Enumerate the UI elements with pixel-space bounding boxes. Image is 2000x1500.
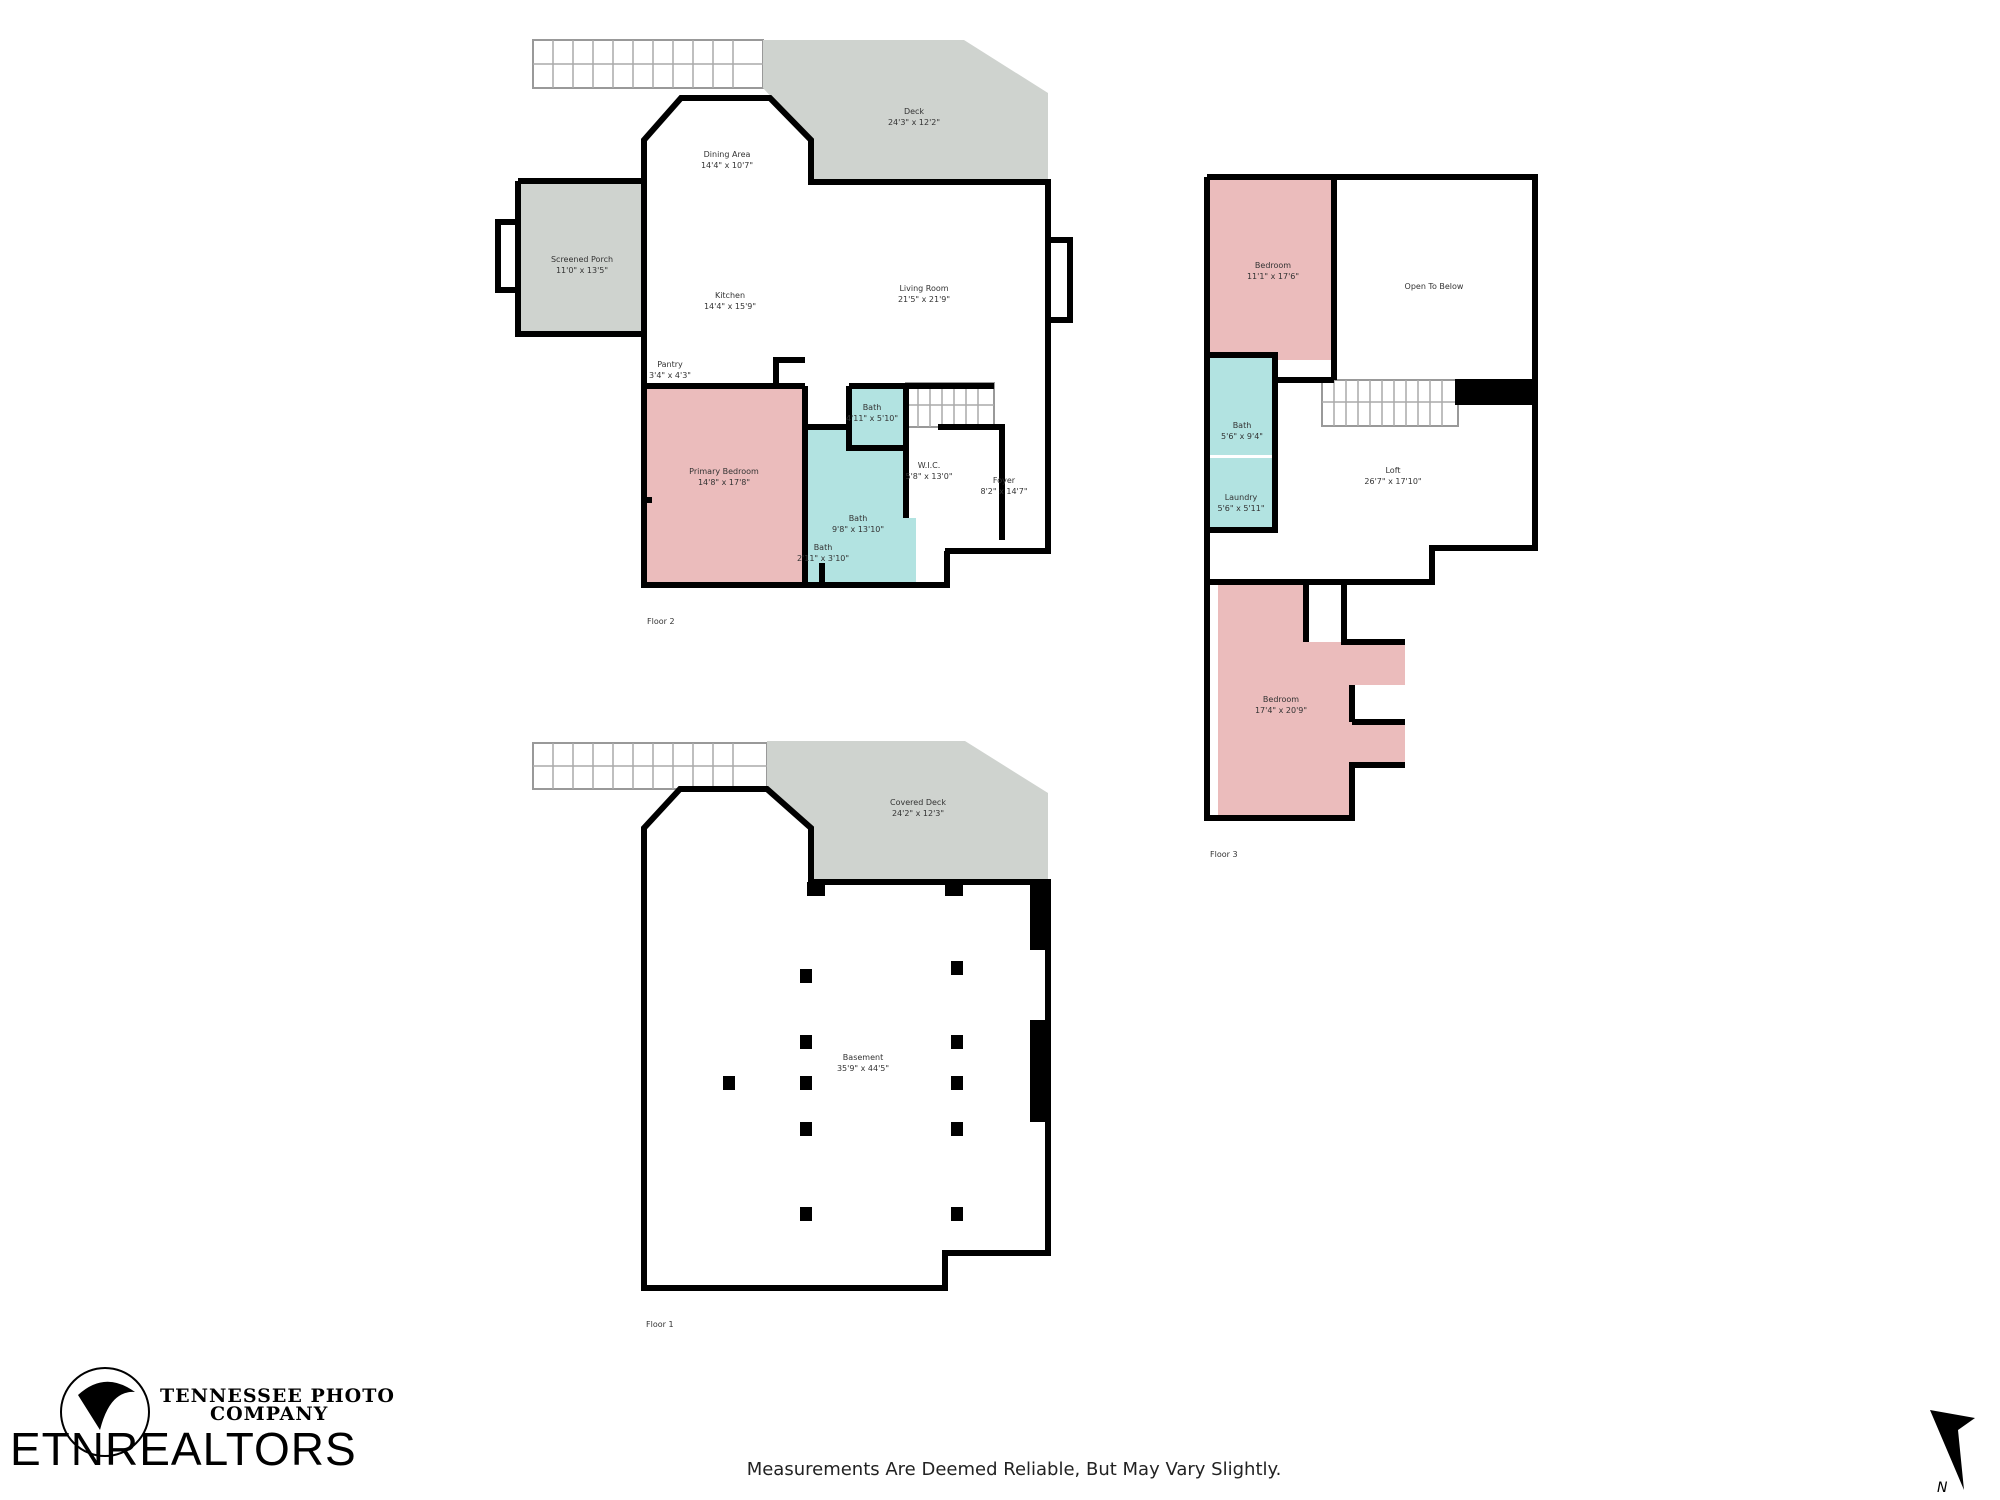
room-dims: 2'11" x 3'10" xyxy=(797,554,849,563)
room-label: Bath xyxy=(814,543,833,552)
room-label: Bedroom xyxy=(1255,261,1291,270)
floor-2-plan xyxy=(495,39,1073,588)
room-label: Foyer xyxy=(993,476,1016,485)
walls xyxy=(641,786,1051,1291)
room-dims: 21'5" x 21'9" xyxy=(898,295,950,304)
floor-1-label: Floor 1 xyxy=(646,1320,674,1329)
room-label: Bath xyxy=(1233,421,1252,430)
bedroom-area xyxy=(1210,180,1334,360)
room-dims: 11'1" x 17'6" xyxy=(1247,272,1299,281)
deck-area xyxy=(763,40,1048,180)
room-dims: 5'8" x 13'0" xyxy=(905,472,952,481)
room-dims: 17'4" x 20'9" xyxy=(1255,706,1307,715)
north-arrow-icon xyxy=(1930,1410,1975,1490)
room-dims: 5'6" x 5'11" xyxy=(1217,504,1264,513)
room-dims: 5'6" x 9'4" xyxy=(1221,432,1263,441)
room-label: Dining Area xyxy=(704,150,751,159)
room-label: Basement xyxy=(843,1053,883,1062)
north-arrow: N xyxy=(1930,1410,1975,1496)
room-dims: 9'8" x 13'10" xyxy=(832,525,884,534)
bedroom-area xyxy=(1218,585,1405,815)
room-label: Bedroom xyxy=(1263,695,1299,704)
floor-3-plan: Bedroom 11'1" x 17'6" Open To Below Bath… xyxy=(1204,174,1538,859)
room-dims: 8'2" x 14'7" xyxy=(980,487,1027,496)
north-label: N xyxy=(1937,1480,1948,1496)
room-dims: 24'3" x 12'2" xyxy=(888,118,940,127)
walls xyxy=(1204,174,1538,821)
room-label: Laundry xyxy=(1225,493,1258,502)
laundry-area xyxy=(1210,458,1275,530)
floor-3-label: Floor 3 xyxy=(1210,850,1238,859)
stairs xyxy=(532,742,768,790)
room-dims: 14'8" x 17'8" xyxy=(698,478,750,487)
room-label: Covered Deck xyxy=(890,798,946,807)
primary-bedroom-area xyxy=(647,386,805,585)
room-label: W.I.C. xyxy=(918,461,941,470)
room-label: Living Room xyxy=(899,284,948,293)
room-label: Loft xyxy=(1385,466,1400,475)
floor-1-plan: Covered Deck 24'2" x 12'3" Basement 35'9… xyxy=(532,741,1051,1329)
chimney xyxy=(1455,379,1535,405)
walls xyxy=(495,95,1073,588)
room-label: Deck xyxy=(904,107,924,116)
bath-area xyxy=(805,427,916,585)
support-posts xyxy=(723,882,1048,1221)
room-dims: 4'11" x 5'10" xyxy=(846,414,898,423)
logo-company-text: TENNESSEE PHOTO xyxy=(160,1385,395,1407)
bath-area xyxy=(1210,355,1275,455)
room-label: Open To Below xyxy=(1405,282,1464,291)
room-dims: 11'0" x 13'5" xyxy=(556,266,608,275)
covered-deck-area xyxy=(767,741,1048,882)
floor-2-label: Floor 2 xyxy=(647,617,675,626)
stairs xyxy=(532,39,764,89)
disclaimer: Measurements Are Deemed Reliable, But Ma… xyxy=(747,1459,1282,1480)
screened-porch-area xyxy=(518,181,644,334)
room-dims: 26'7" x 17'10" xyxy=(1364,477,1421,486)
logo-brokerage-text: ETNREALTORS xyxy=(10,1423,357,1475)
logo-company-text: COMPANY xyxy=(210,1403,328,1425)
room-label: Kitchen xyxy=(715,291,745,300)
room-dims: 24'2" x 12'3" xyxy=(892,809,944,818)
bath-small-area xyxy=(849,386,906,448)
room-label: Pantry xyxy=(657,360,683,369)
room-label: Bath xyxy=(863,403,882,412)
stairs xyxy=(905,382,995,428)
stairs xyxy=(1321,379,1459,427)
room-label: Bath xyxy=(849,514,868,523)
company-logo: TENNESSEE PHOTO COMPANY ETNREALTORS xyxy=(10,1367,395,1475)
room-dims: 14'4" x 15'9" xyxy=(704,302,756,311)
room-label: Primary Bedroom xyxy=(689,467,759,476)
room-dims: 14'4" x 10'7" xyxy=(701,161,753,170)
room-dims: 3'4" x 4'3" xyxy=(649,371,691,380)
room-dims: 35'9" x 44'5" xyxy=(837,1064,889,1073)
room-label: Screened Porch xyxy=(551,255,613,264)
